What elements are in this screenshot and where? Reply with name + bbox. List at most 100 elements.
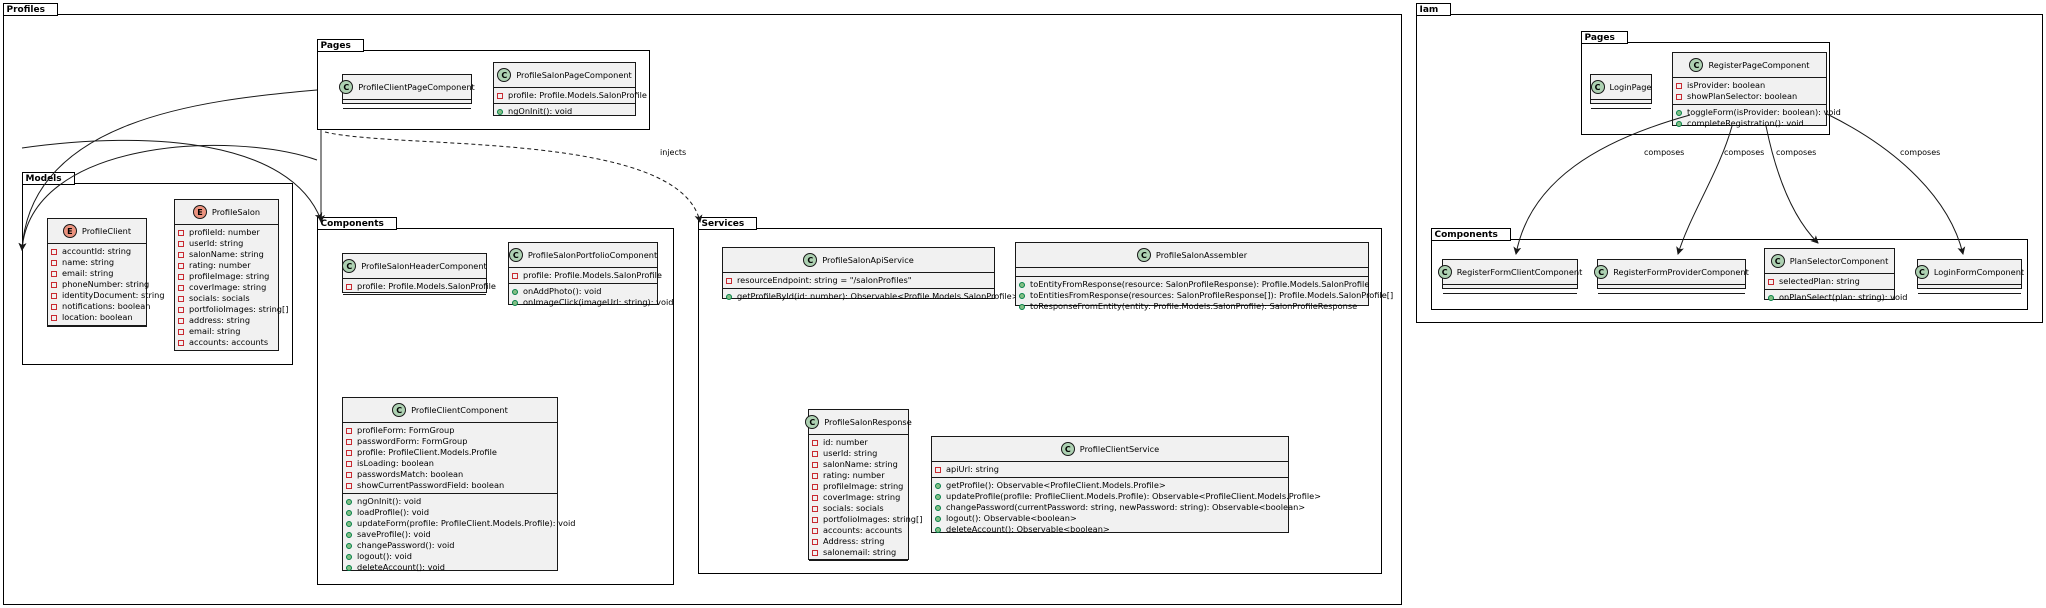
class-fields xyxy=(1918,285,2021,294)
member-text: saveProfile(): void xyxy=(357,529,431,539)
class-fields xyxy=(343,100,471,109)
member-text: portfolioImages: string[] xyxy=(823,514,923,524)
class-fields: selectedPlan: string xyxy=(1765,274,1894,290)
private-visibility-icon xyxy=(812,450,818,457)
class-methods: onPlanSelect(plan: string): void xyxy=(1765,290,1908,305)
package-label: Services xyxy=(697,217,758,230)
private-visibility-icon xyxy=(812,494,818,501)
class-field: salonName: string xyxy=(812,459,908,470)
class-name: PlanSelectorComponent xyxy=(1789,256,1889,266)
class-field: rating: number xyxy=(812,470,908,481)
class-method: getProfile(): Observable<ProfileClient.M… xyxy=(935,480,1288,491)
private-visibility-icon xyxy=(512,272,518,279)
public-visibility-icon xyxy=(935,482,941,489)
class-field: isLoading: boolean xyxy=(346,458,557,469)
public-visibility-icon xyxy=(935,515,941,522)
class-method: getProfileById(id: number): Observable<P… xyxy=(726,291,1019,302)
class-method: onPlanSelect(plan: string): void xyxy=(1768,292,1908,303)
member-text: changePassword(currentPassword: string, … xyxy=(946,502,1306,512)
member-text: socials: socials xyxy=(823,503,884,513)
private-visibility-icon xyxy=(812,439,818,446)
class-field: apiUrl: string xyxy=(935,464,1288,475)
entity-badge-icon: E xyxy=(62,224,77,238)
private-visibility-icon xyxy=(51,281,57,288)
private-visibility-icon xyxy=(51,314,57,321)
class-box: C PlanSelectorComponent selectedPlan: stri… xyxy=(1764,248,1908,302)
class-field: profile: Profile.Models.SalonProfile xyxy=(497,90,647,101)
member-text: updateForm(profile: ProfileClient.Models… xyxy=(357,518,576,528)
edge-composes-registerformprovider xyxy=(1676,125,1733,255)
package-label: Components xyxy=(316,217,397,230)
class-field: userId: string xyxy=(178,238,278,249)
edge-composes-registerformclient xyxy=(1513,114,1691,255)
member-text: isLoading: boolean xyxy=(357,458,434,468)
class-field: showCurrentPasswordField: boolean xyxy=(346,480,557,491)
class-methods: toEntityFromResponse(resource: SalonProf… xyxy=(1016,277,1393,314)
class-method: onAddPhoto(): void xyxy=(512,286,657,297)
class-field: portfolioImages: string[] xyxy=(812,514,922,525)
class-field: id: number xyxy=(812,437,908,448)
public-visibility-icon xyxy=(346,542,352,549)
private-visibility-icon xyxy=(346,427,352,434)
member-text: userId: string xyxy=(823,448,878,458)
member-text: address: string xyxy=(189,315,251,325)
class-fields xyxy=(1443,285,1577,294)
class-field: email: string xyxy=(51,268,146,279)
class-badge-icon: C xyxy=(342,259,357,273)
private-visibility-icon xyxy=(812,527,818,534)
class-badge-icon: C xyxy=(1594,265,1609,279)
edge-pages-to-models xyxy=(18,89,318,251)
private-visibility-icon xyxy=(812,461,818,468)
public-visibility-icon xyxy=(1676,109,1682,116)
edge-composes-loginform xyxy=(1826,113,1966,255)
class-field: profileId: number xyxy=(178,227,278,238)
class-field: passwordsMatch: boolean xyxy=(346,469,557,480)
class-badge-icon: C xyxy=(1060,442,1075,456)
class-field: selectedPlan: string xyxy=(1768,276,1894,287)
class-name: LoginFormComponent xyxy=(1933,267,2025,277)
member-text: toEntitiesFromResponse(resources: SalonP… xyxy=(1030,290,1394,300)
class-fields xyxy=(1591,100,1651,109)
member-text: profileId: number xyxy=(189,227,260,237)
edge-label-injects: injects xyxy=(660,148,687,157)
private-visibility-icon xyxy=(178,251,184,258)
member-text: showPlanSelector: boolean xyxy=(1687,91,1798,101)
class-method: ngOnInit(): void xyxy=(497,106,635,117)
member-text: identityDocument: string xyxy=(62,290,165,300)
class-badge-icon: C xyxy=(1914,265,1929,279)
private-visibility-icon xyxy=(812,505,818,512)
member-text: rating: number xyxy=(189,260,251,270)
class-badge-icon: C xyxy=(1770,254,1785,268)
class-method: saveProfile(): void xyxy=(346,529,557,540)
class-field: address: string xyxy=(178,315,278,326)
class-name: ProfileSalonAssembler xyxy=(1155,250,1248,260)
class-badge-icon: C xyxy=(1689,58,1704,72)
member-text: id: number xyxy=(823,437,868,447)
class-name: ProfileSalonHeaderComponent xyxy=(361,261,487,271)
member-text: toggleForm(isProvider: boolean): void xyxy=(1687,107,1841,117)
member-text: profileImage: string xyxy=(823,481,904,491)
private-visibility-icon xyxy=(1768,278,1774,285)
public-visibility-icon xyxy=(346,531,352,538)
member-text: phoneNumber: string xyxy=(62,279,150,289)
public-visibility-icon xyxy=(346,564,352,571)
class-field: accounts: accounts xyxy=(178,337,278,348)
class-method: changePassword(currentPassword: string, … xyxy=(935,502,1305,513)
class-method: changePassword(): void xyxy=(346,540,557,551)
member-text: profileForm: FormGroup xyxy=(357,425,455,435)
class-method: logout(): Observable<boolean> xyxy=(935,513,1288,524)
public-visibility-icon xyxy=(1676,120,1682,127)
member-text: onPlanSelect(plan: string): void xyxy=(1779,292,1908,302)
member-text: salonName: string xyxy=(189,249,264,259)
public-visibility-icon xyxy=(346,520,352,527)
